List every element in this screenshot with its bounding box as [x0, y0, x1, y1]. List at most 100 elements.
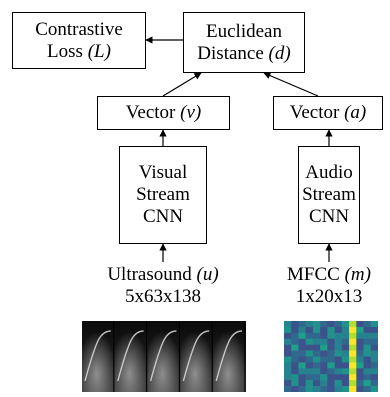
vector-a-node: Vector (a) [273, 96, 383, 130]
mfcc-cell [349, 344, 357, 351]
ultrasound-input-label: Ultrasound (u) 5x63x138 [80, 264, 246, 308]
mfcc-cell [356, 338, 364, 345]
mfcc-cell [312, 338, 321, 345]
ultrasound-frame [82, 321, 115, 392]
mfcc-cell [349, 368, 357, 375]
mfcc-cell [291, 332, 299, 340]
mfcc-cell [320, 350, 328, 357]
mfcc-cell [349, 380, 357, 387]
ultrasound-tongue-contour [215, 330, 243, 382]
mfcc-cell [341, 344, 350, 351]
mfcc-cell [312, 356, 321, 363]
mfcc-cell [305, 344, 314, 351]
visual-stream-cnn-line2: Stream [136, 184, 190, 205]
mfcc-cell [291, 368, 299, 375]
euclidean-distance-line2: Distance [197, 42, 269, 64]
mfcc-cell [356, 374, 364, 381]
mfcc-cell [349, 321, 357, 328]
mfcc-cell [284, 321, 292, 328]
visual-stream-cnn-node: Visual Stream CNN [119, 146, 207, 244]
mfcc-cell [327, 374, 335, 381]
mfcc-cell [363, 350, 372, 357]
mfcc-cell [370, 368, 378, 375]
mfcc-cell [327, 368, 335, 375]
mfcc-cell [298, 338, 306, 345]
mfcc-cell [334, 386, 343, 392]
mfcc-cell [341, 321, 350, 328]
mfcc-name: MFCC [287, 264, 345, 285]
contrastive-loss-line2: Loss [47, 40, 88, 62]
mfcc-cell [349, 338, 357, 345]
mfcc-cell [334, 356, 343, 363]
mfcc-cell [320, 338, 328, 345]
mfcc-cell [327, 380, 335, 387]
euclidean-distance-node: Euclidean Distance (d) [183, 12, 305, 73]
mfcc-cell [341, 362, 350, 369]
audio-stream-cnn-line3: CNN [308, 206, 350, 227]
mfcc-cell [320, 380, 328, 387]
mfcc-cell [305, 374, 314, 381]
mfcc-cell [363, 356, 372, 363]
mfcc-cell [284, 344, 292, 351]
mfcc-variable: (m) [344, 264, 371, 285]
ultrasound-shape: 5x63x138 [125, 286, 201, 307]
mfcc-cell [305, 368, 314, 375]
mfcc-cell [349, 332, 357, 340]
mfcc-cell [298, 350, 306, 357]
mfcc-cell [349, 326, 357, 334]
visual-stream-cnn-line1: Visual [138, 162, 188, 183]
mfcc-cell [327, 321, 335, 328]
mfcc-cell [341, 386, 350, 392]
mfcc-cell [327, 338, 335, 345]
mfcc-cell [370, 386, 378, 392]
mfcc-cell [334, 338, 343, 345]
mfcc-cell [334, 350, 343, 357]
mfcc-cell [327, 356, 335, 363]
ultrasound-tongue-contour [182, 330, 210, 382]
mfcc-cell [341, 374, 350, 381]
mfcc-cell [298, 386, 306, 392]
mfcc-input-label: MFCC (m) 1x20x13 [272, 264, 386, 308]
mfcc-cell [334, 362, 343, 369]
mfcc-cell [370, 326, 378, 334]
mfcc-cell [363, 338, 372, 345]
mfcc-cell [291, 326, 299, 334]
mfcc-cell [291, 338, 299, 345]
vector-v-label: Vector [125, 102, 181, 123]
euclidean-distance-line1: Euclidean [206, 20, 282, 42]
mfcc-cell [284, 362, 292, 369]
mfcc-cell [298, 374, 306, 381]
mfcc-cell [349, 356, 357, 363]
mfcc-cell [312, 350, 321, 357]
mfcc-cell [356, 368, 364, 375]
mfcc-cell [327, 386, 335, 392]
mfcc-cell [363, 326, 372, 334]
mfcc-cell [356, 344, 364, 351]
mfcc-cell [284, 356, 292, 363]
mfcc-cell [334, 321, 343, 328]
mfcc-cell [320, 356, 328, 363]
mfcc-cell [356, 326, 364, 334]
mfcc-cell [320, 362, 328, 369]
mfcc-cell [341, 332, 350, 340]
mfcc-cell [312, 326, 321, 334]
mfcc-cell [334, 332, 343, 340]
mfcc-cell [320, 368, 328, 375]
mfcc-shape: 1x20x13 [295, 286, 363, 307]
mfcc-cell [370, 350, 378, 357]
mfcc-cell [363, 368, 372, 375]
ultrasound-variable: (u) [196, 264, 219, 285]
mfcc-cell [349, 362, 357, 369]
mfcc-cell [305, 380, 314, 387]
mfcc-cell [370, 338, 378, 345]
mfcc-cell [312, 344, 321, 351]
visual-stream-cnn-line3: CNN [142, 206, 184, 227]
mfcc-cell [298, 321, 306, 328]
mfcc-cell [284, 326, 292, 334]
mfcc-cell [305, 350, 314, 357]
mfcc-cell [291, 350, 299, 357]
mfcc-cell [284, 380, 292, 387]
mfcc-cell [341, 356, 350, 363]
mfcc-heatmap-image [284, 321, 378, 392]
